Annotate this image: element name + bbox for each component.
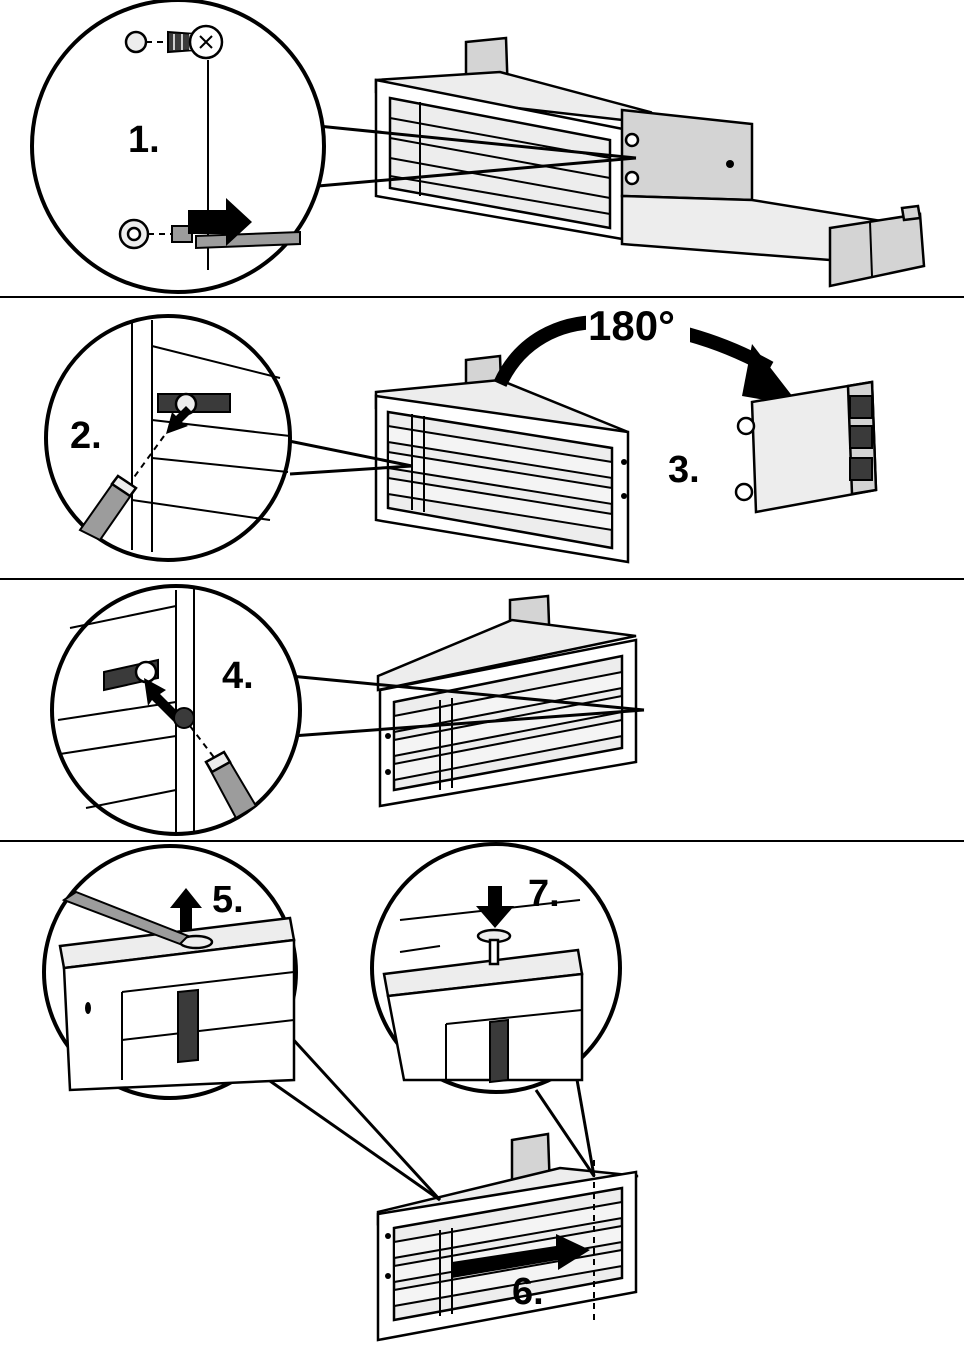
- step-6-label: 6.: [512, 1271, 544, 1313]
- callout-line-5a: [259, 1072, 441, 1202]
- panel-step-5-6-7: 6. 5.: [42, 842, 639, 1342]
- step-1-label: 1.: [128, 119, 160, 161]
- callout-line-4b: [291, 708, 645, 738]
- grille-front-6: [376, 1132, 639, 1342]
- callout-line-2a: [283, 438, 413, 468]
- step-7-label: 7.: [528, 873, 560, 915]
- detail-circle-5: [42, 844, 298, 1100]
- step-4-label: 4.: [222, 655, 254, 697]
- callout-line-7a: [534, 1089, 596, 1177]
- grille-with-duct: [374, 36, 926, 288]
- panel-step-2-3: 2. 180° 3.: [44, 300, 878, 564]
- step-2-label: 2.: [70, 415, 102, 457]
- insert-arrow-icon: [144, 678, 182, 722]
- grille-front-4: [376, 594, 638, 808]
- callout-line-1a: [317, 124, 637, 160]
- detail-circle-7: [370, 842, 622, 1094]
- remove-arrow-icon: [166, 406, 192, 434]
- callout-line-5b: [288, 1034, 442, 1202]
- detail-circle-2: [44, 314, 292, 562]
- panel-step-4: 4.: [50, 584, 645, 836]
- rotation-label: 180°: [588, 302, 675, 349]
- grille-front-2: [374, 354, 630, 564]
- callout-line-7b: [574, 1073, 596, 1177]
- detail-circle-4: [50, 584, 302, 836]
- callout-line-2b: [289, 464, 413, 476]
- press-arrow-icon: [476, 886, 514, 928]
- bracket-rotated: [734, 380, 878, 514]
- detail-circle-1: [30, 0, 326, 294]
- pull-arrow-icon: [188, 198, 252, 246]
- step-3-label: 3.: [668, 449, 700, 491]
- slide-arrow-icon: [452, 1234, 590, 1278]
- step-5-label: 5.: [212, 879, 244, 921]
- lift-arrow-icon: [170, 888, 202, 930]
- callout-line-1b: [317, 156, 637, 188]
- callout-line-4a: [289, 674, 645, 712]
- panel-step-1: 1.: [30, 0, 926, 294]
